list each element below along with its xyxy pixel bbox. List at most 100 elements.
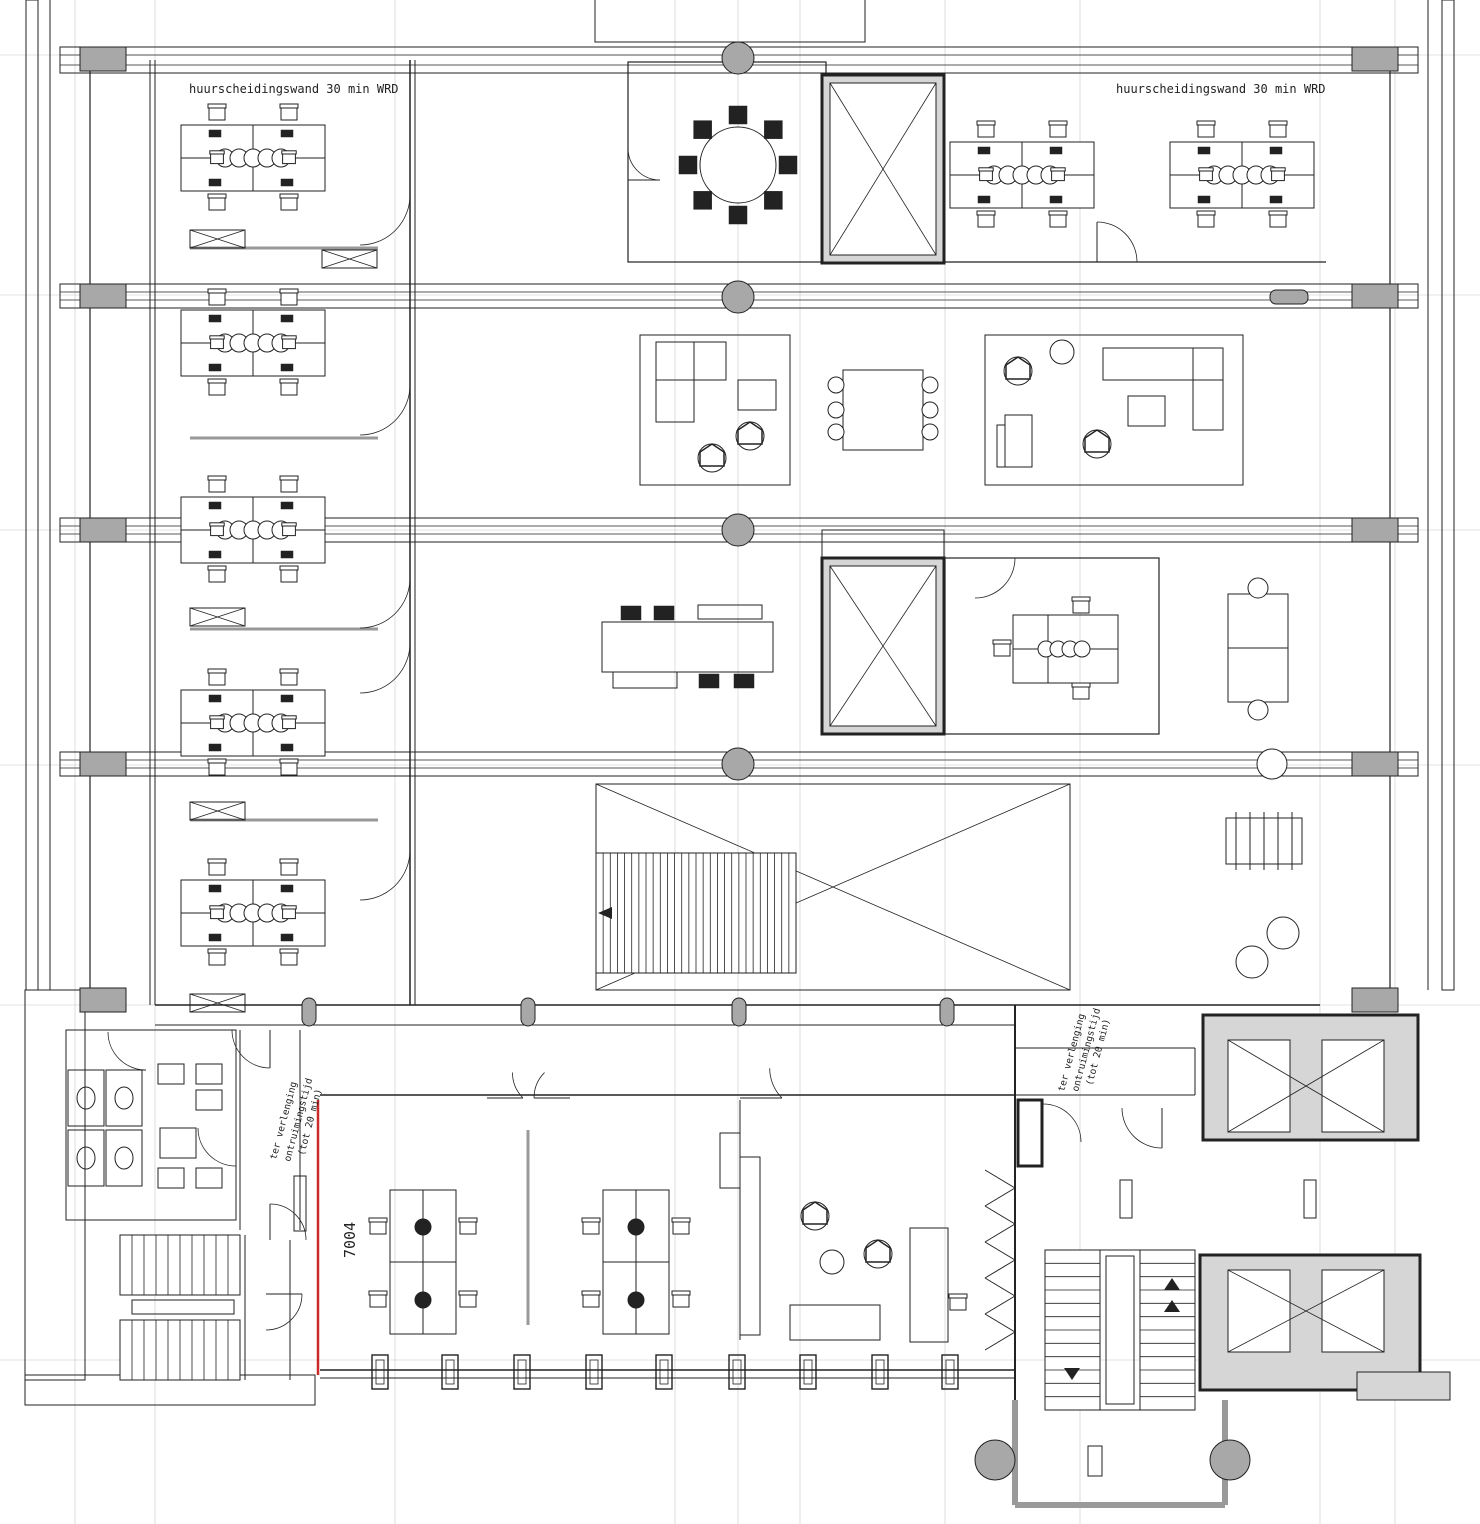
cabinet [189,229,246,249]
door-swing [512,1072,524,1099]
folding-door [984,1295,1016,1315]
planter [941,1354,959,1390]
sofa [1192,347,1224,431]
column-square [1351,751,1399,777]
wall-note-right: huurscheidingswand 30 min WRD [1116,82,1326,96]
door-swing [197,1127,237,1167]
side-table [996,424,1006,468]
monitor [208,363,222,372]
door-swing [1042,1103,1082,1143]
wall-note-left: huurscheidingswand 30 min WRD [189,82,399,96]
folding-door [984,1259,1016,1279]
chair-back [978,167,994,172]
core-areas [231,73,1451,1477]
column-square [79,987,127,1013]
shaft-small [1119,1179,1133,1219]
sofa [655,341,695,423]
monitor [1197,146,1211,155]
chair-back [279,858,299,864]
lift-car [1227,1039,1291,1133]
chair-back [207,103,227,109]
lift-diagonal [1227,1039,1385,1133]
column-square [1351,987,1399,1013]
chair-back [207,668,227,674]
washbasin [195,1167,223,1189]
lift-lobby [821,529,945,559]
stool [827,376,845,394]
facade-right [1441,0,1455,991]
chair [728,205,748,225]
door-swing [1096,221,1138,263]
chair-back [279,288,299,294]
round-table [699,126,777,204]
stair-arrow [1164,1300,1180,1312]
player [1247,699,1269,721]
column-square [79,517,127,543]
lift-car [1227,1269,1291,1353]
chair-pair [414,1218,432,1236]
column-round [721,41,755,75]
column-square [79,46,127,72]
stair-arrow [1164,1278,1180,1290]
folding-door [984,1205,1016,1225]
door-swing [533,1072,545,1099]
monitor [208,884,222,893]
armchair [800,1201,830,1231]
chair-back [209,522,225,527]
washbasin [195,1089,223,1111]
void-diagonal [189,607,246,627]
coffee-table [737,379,777,411]
column-square [1351,517,1399,543]
chair-back [671,1290,691,1296]
monitor [208,743,222,752]
armchair-shell [1005,356,1031,380]
armchair-shell [865,1239,891,1263]
planter-inner [659,1359,669,1385]
shaft [1016,1098,1044,1168]
column-square [79,751,127,777]
monitor [280,743,294,752]
chair [728,105,748,125]
chair-back [368,1290,388,1296]
structural-columns [79,41,1399,1481]
chair [733,673,755,689]
long-table [601,621,774,673]
chair-back [281,335,297,340]
stool [827,423,845,441]
monitor [280,314,294,323]
chair-back [207,948,227,954]
toilet-bowl [114,1086,134,1110]
chair-pair [627,1291,645,1309]
stair-landing [131,1299,235,1315]
door-swing [359,642,411,694]
planter [799,1354,817,1390]
office-rooms [65,60,1326,1381]
door-swing [359,849,411,901]
chair-back [581,1217,601,1223]
chair-back [207,565,227,571]
column-round [721,280,755,314]
desk [909,1227,949,1343]
monitor [280,501,294,510]
chair [778,155,798,175]
planter [655,1354,673,1390]
chair-back [1196,210,1216,216]
planter [441,1354,459,1390]
chair-back [1196,120,1216,126]
door-swing [359,577,411,629]
toilet-bowl [114,1146,134,1170]
folding-door [984,1187,1016,1207]
chair [678,155,698,175]
chair-back [279,565,299,571]
planter [871,1354,889,1390]
folding-door [984,1331,1016,1351]
column-square [79,283,127,309]
plant [819,1249,845,1275]
monitor [208,129,222,138]
chair [693,120,712,139]
chair [764,120,783,139]
monitor [208,178,222,187]
chair-back [209,715,225,720]
void-diagonal [189,229,246,249]
